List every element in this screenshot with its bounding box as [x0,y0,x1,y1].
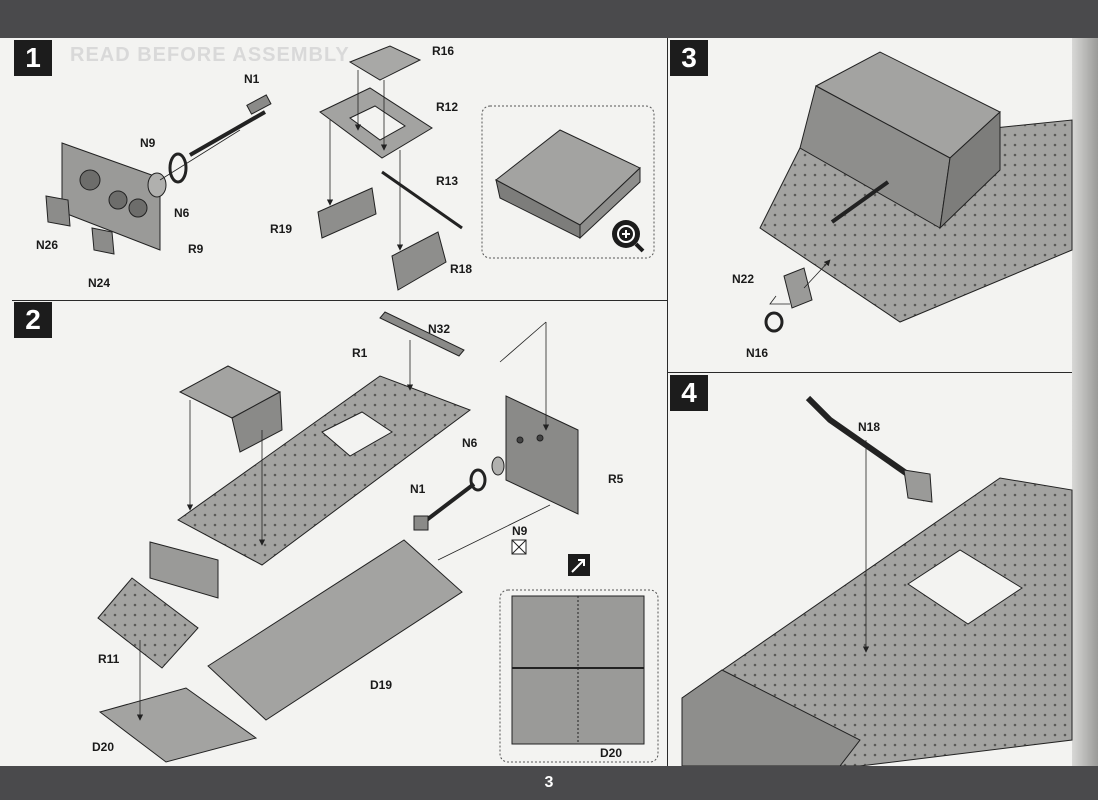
step2-parts [97,311,579,763]
flip-icon [568,554,590,576]
step3-4-divider [668,372,1072,373]
part-n6 [168,152,188,184]
step1-inset [481,105,655,259]
label-r12: R12 [436,100,459,114]
page-edge-shadow [1072,38,1098,766]
label-n22: N22 [732,272,755,286]
label-n1: N1 [244,72,260,86]
label-d19: D19 [370,678,393,692]
part-r11 [97,577,199,669]
part-n24 [91,227,115,255]
label-n26: N26 [36,238,59,252]
step4-parts [681,395,1073,767]
step-number-1: 1 [14,40,52,76]
part-r13 [381,170,463,230]
label-n16: N16 [746,346,769,360]
label-r5: R5 [608,472,624,486]
step2-panel [12,300,668,766]
step3-parts [759,51,1073,333]
part-d19 [207,539,463,721]
part-n16 [764,311,784,333]
part-d20 [98,687,258,763]
label-n1-step2: N1 [410,482,426,496]
step2-inset [499,589,659,763]
step1-parts [45,45,463,291]
page-number: 3 [544,774,554,791]
label-r18: R18 [450,262,473,276]
label-r9: R9 [188,242,204,256]
label-d20-inset: D20 [600,746,623,760]
inset-hull [495,129,641,240]
underside-view [511,595,645,745]
label-r19: R19 [270,222,293,236]
part-n1 [189,110,266,157]
magnify-plus-icon [612,220,645,253]
part-n22 [783,267,813,309]
label-n6-step2: N6 [462,436,478,450]
part-r5 [505,395,579,515]
step1-panel [12,38,668,301]
step-number-3: 3 [670,40,708,76]
part-n32 [379,311,465,357]
n9-cross-icon [511,539,527,555]
top-bar [0,0,1098,38]
label-d20: D20 [92,740,115,754]
part-r1 [177,375,472,566]
label-n24: N24 [88,276,111,290]
label-n9: N9 [140,136,156,150]
step-number-2: 2 [14,302,52,338]
part-n26 [45,195,71,227]
label-n9-step2: N9 [512,524,528,538]
label-r11: R11 [98,652,120,666]
part-r16 [348,45,422,81]
background-ghost-text: READ BEFORE ASSEMBLY [70,44,350,66]
step-number-4: 4 [670,375,708,411]
part-r19 [317,187,377,239]
label-n32: N32 [428,322,451,336]
part-r18 [391,231,447,291]
part-n9 [147,172,167,198]
label-r1: R1 [352,346,368,360]
label-n6: N6 [174,206,190,220]
label-r16: R16 [432,44,455,58]
label-r13: R13 [436,174,459,188]
label-n18: N18 [858,420,881,434]
bottom-bar [0,766,1098,800]
